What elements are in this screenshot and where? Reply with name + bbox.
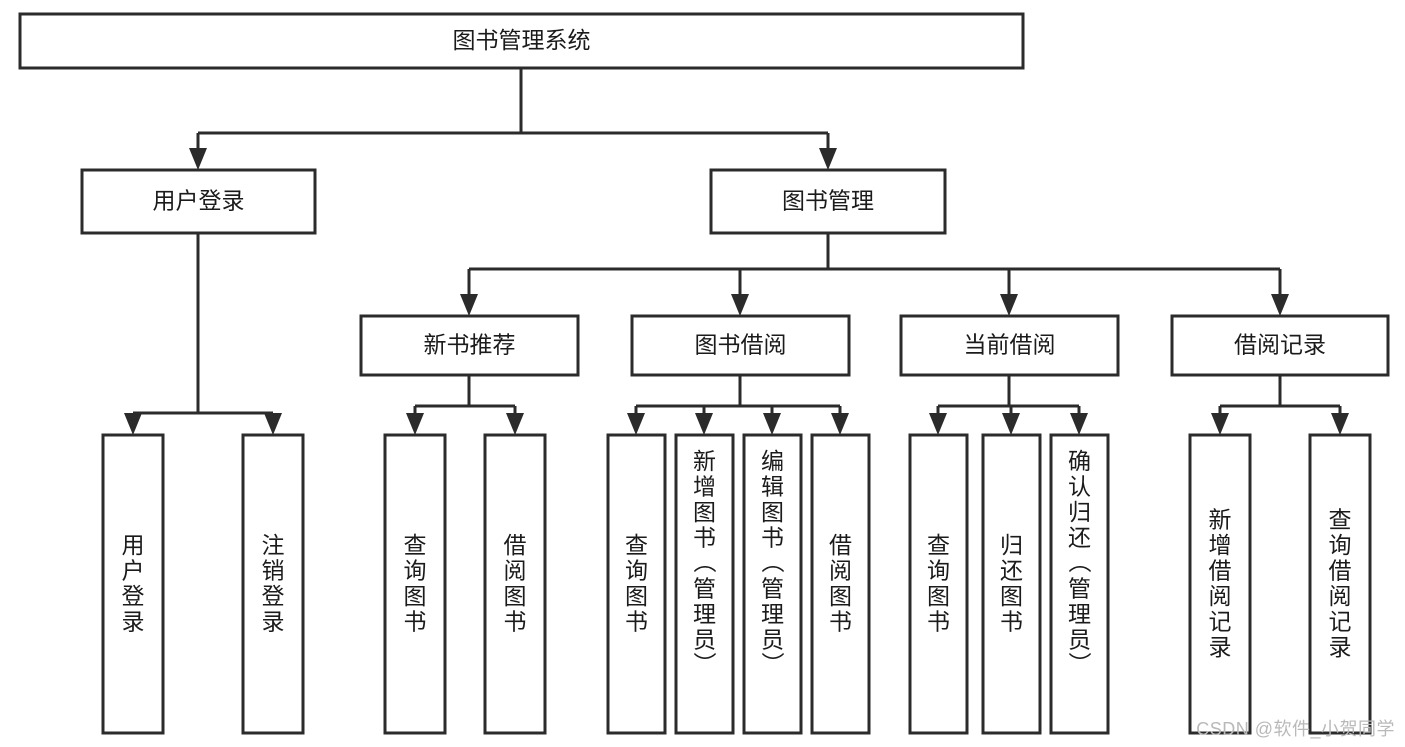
node-leaf_b1[interactable]: 借阅图书 [483, 433, 547, 735]
csdn-watermark: CSDN @软件_小贺同学 [1196, 719, 1395, 739]
connector-layer [124, 68, 1349, 435]
arrowhead-icon [189, 148, 207, 170]
node-label: 注销登录 [262, 532, 285, 635]
node-label: 图书借阅 [695, 332, 787, 358]
node-box[interactable] [483, 433, 547, 735]
node-leaf_c0[interactable]: 查询图书 [606, 433, 667, 735]
arrowhead-icon [460, 294, 478, 316]
arrowhead-icon [763, 413, 781, 435]
node-label: 查询图书 [404, 532, 427, 635]
node-l3_0[interactable]: 新书推荐 [359, 314, 580, 377]
node-box[interactable] [742, 433, 803, 735]
node-leaf_c1[interactable]: 新增图书（管理员） [674, 433, 735, 735]
node-label: 新书推荐 [424, 332, 516, 358]
node-box[interactable] [1188, 433, 1252, 735]
node-label: 归还图书 [1000, 532, 1023, 635]
node-label: 借阅记录 [1234, 332, 1326, 358]
node-l3_3[interactable]: 借阅记录 [1170, 314, 1390, 377]
arrowhead-icon [731, 294, 749, 316]
arrowhead-icon [264, 413, 282, 435]
node-box[interactable] [606, 433, 667, 735]
node-label: 确认归还（管理员） [1068, 448, 1092, 678]
arrowhead-icon [1002, 413, 1020, 435]
node-box[interactable] [630, 314, 851, 377]
node-l3_1[interactable]: 图书借阅 [630, 314, 851, 377]
arrowhead-icon [1271, 294, 1289, 316]
node-leaf_a0[interactable]: 用户登录 [101, 433, 165, 735]
node-l3_2[interactable]: 当前借阅 [899, 314, 1120, 377]
node-leaf_d0[interactable]: 查询图书 [908, 433, 969, 735]
arrowhead-icon [1211, 413, 1229, 435]
node-box[interactable] [709, 168, 947, 235]
node-label: 查询借阅记录 [1329, 507, 1352, 661]
node-box[interactable] [1308, 433, 1372, 735]
node-leaf_b0[interactable]: 查询图书 [383, 433, 447, 735]
node-box[interactable] [80, 168, 317, 235]
arrowhead-icon [695, 413, 713, 435]
node-box[interactable] [241, 433, 305, 735]
node-label: 编辑图书（管理员） [761, 448, 785, 678]
node-box[interactable] [908, 433, 969, 735]
node-leaf_c2[interactable]: 编辑图书（管理员） [742, 433, 803, 735]
arrowhead-icon [1000, 294, 1018, 316]
node-label: 新增图书（管理员） [693, 448, 717, 678]
node-box[interactable] [1170, 314, 1390, 377]
node-leaf_a1[interactable]: 注销登录 [241, 433, 305, 735]
node-box[interactable] [899, 314, 1120, 377]
node-label: 图书管理系统 [453, 27, 591, 53]
node-label: 当前借阅 [964, 332, 1056, 358]
node-box[interactable] [18, 12, 1025, 70]
node-label: 查询图书 [625, 532, 648, 635]
node-root[interactable]: 图书管理系统 [18, 12, 1025, 70]
node-label: 用户登录 [153, 188, 245, 214]
arrowhead-icon [831, 413, 849, 435]
node-l2_1[interactable]: 图书管理 [709, 168, 947, 235]
node-label: 图书管理 [782, 188, 874, 214]
arrowhead-icon [1070, 413, 1088, 435]
node-box[interactable] [101, 433, 165, 735]
node-label: 借阅图书 [504, 532, 527, 635]
arrowhead-icon [124, 413, 142, 435]
node-leaf_e1[interactable]: 查询借阅记录 [1308, 433, 1372, 735]
node-label: 用户登录 [122, 532, 145, 635]
node-l2_0[interactable]: 用户登录 [80, 168, 317, 235]
arrowhead-icon [1331, 413, 1349, 435]
node-label: 查询图书 [927, 532, 950, 635]
node-box[interactable] [359, 314, 580, 377]
node-box[interactable] [674, 433, 735, 735]
arrowhead-icon [627, 413, 645, 435]
arrowhead-icon [929, 413, 947, 435]
node-box[interactable] [1049, 433, 1110, 735]
arrowhead-icon [819, 148, 837, 170]
node-leaf_d1[interactable]: 归还图书 [981, 433, 1042, 735]
node-leaf_c3[interactable]: 借阅图书 [810, 433, 871, 735]
arrowhead-icon [506, 413, 524, 435]
node-leaf_e0[interactable]: 新增借阅记录 [1188, 433, 1252, 735]
node-label: 借阅图书 [829, 532, 852, 635]
node-layer: 图书管理系统用户登录图书管理新书推荐图书借阅当前借阅借阅记录用户登录注销登录查询… [18, 12, 1390, 735]
node-label: 新增借阅记录 [1209, 507, 1232, 661]
node-box[interactable] [383, 433, 447, 735]
node-box[interactable] [810, 433, 871, 735]
node-leaf_d2[interactable]: 确认归还（管理员） [1049, 433, 1110, 735]
node-box[interactable] [981, 433, 1042, 735]
arrowhead-icon [406, 413, 424, 435]
